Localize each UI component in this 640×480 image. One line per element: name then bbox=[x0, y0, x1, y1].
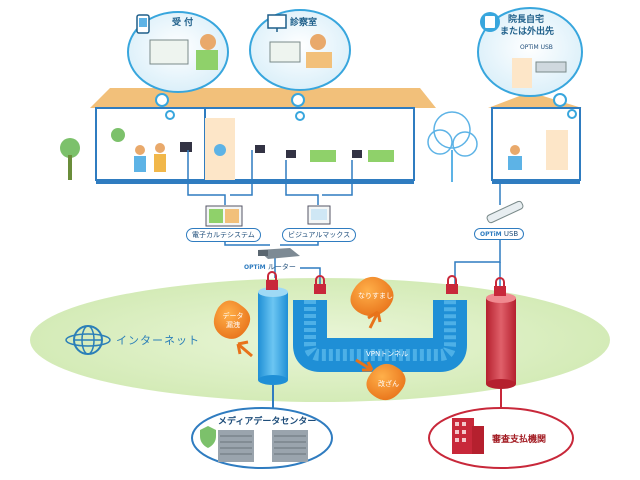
phone-icon bbox=[136, 14, 150, 34]
threat-data-leak bbox=[213, 300, 253, 358]
audit-node bbox=[428, 407, 574, 469]
data-leak-line2: 漏洩 bbox=[226, 321, 240, 329]
visual-max-label: ビジュアルマックス bbox=[282, 228, 357, 242]
home-building bbox=[488, 92, 582, 184]
vpn-tunnel bbox=[293, 300, 467, 372]
home-label-line1: 院長自宅 bbox=[508, 15, 545, 25]
shield-icon bbox=[200, 426, 216, 448]
data-leak-line1: データ bbox=[222, 312, 244, 320]
bubble-reception bbox=[127, 11, 229, 120]
clinic-building bbox=[60, 88, 436, 184]
ehr-device bbox=[205, 205, 243, 227]
tree bbox=[427, 111, 478, 182]
spoofing-label: なりすまし bbox=[358, 292, 393, 300]
usb-brand: OPTiM bbox=[480, 231, 502, 238]
audit-cylinder bbox=[486, 293, 516, 412]
datacenter-node bbox=[191, 407, 333, 469]
datacenter-cylinder bbox=[258, 287, 288, 408]
lock-icon-datacenter bbox=[266, 271, 278, 290]
monitor-icon bbox=[267, 14, 287, 32]
home-label-line2: または外出先 bbox=[500, 27, 555, 37]
router-device bbox=[258, 248, 300, 259]
visual-max-device bbox=[307, 205, 331, 225]
globe-icon bbox=[65, 325, 111, 355]
threat-tampering bbox=[355, 358, 406, 401]
remote-icon bbox=[480, 12, 500, 32]
bubble-exam-room bbox=[249, 9, 351, 121]
threat-spoofing bbox=[350, 276, 394, 329]
vpn-tunnel-label: VPNトンネル bbox=[366, 350, 409, 358]
exam-room-label: 診察室 bbox=[290, 18, 318, 28]
usb-device bbox=[486, 200, 524, 224]
datacenter-label: メディアデータセンター bbox=[218, 417, 317, 427]
tampering-label: 改ざん bbox=[378, 380, 399, 388]
internet-label: インターネット bbox=[116, 334, 200, 347]
router-label: OPTiM ルーター bbox=[244, 262, 296, 272]
lock-icon-vpn-right bbox=[446, 275, 458, 294]
lock-icon-vpn-left bbox=[314, 275, 326, 294]
usb-text: USB bbox=[503, 230, 519, 238]
reception-label: 受 付 bbox=[172, 18, 194, 28]
ehr-system-label: 電子カルテシステム bbox=[186, 228, 261, 242]
lock-icon-audit bbox=[494, 277, 506, 296]
router-brand: OPTiM bbox=[244, 264, 266, 271]
data-leak-label: データ 漏洩 bbox=[222, 312, 244, 330]
bubble-home bbox=[477, 7, 583, 119]
bubble-usb-label: OPTiM USB bbox=[520, 44, 553, 51]
audit-org-label: 審査支払機関 bbox=[492, 435, 547, 445]
router-text: ルーター bbox=[267, 263, 296, 271]
usb-label: OPTiM USB bbox=[474, 228, 525, 240]
